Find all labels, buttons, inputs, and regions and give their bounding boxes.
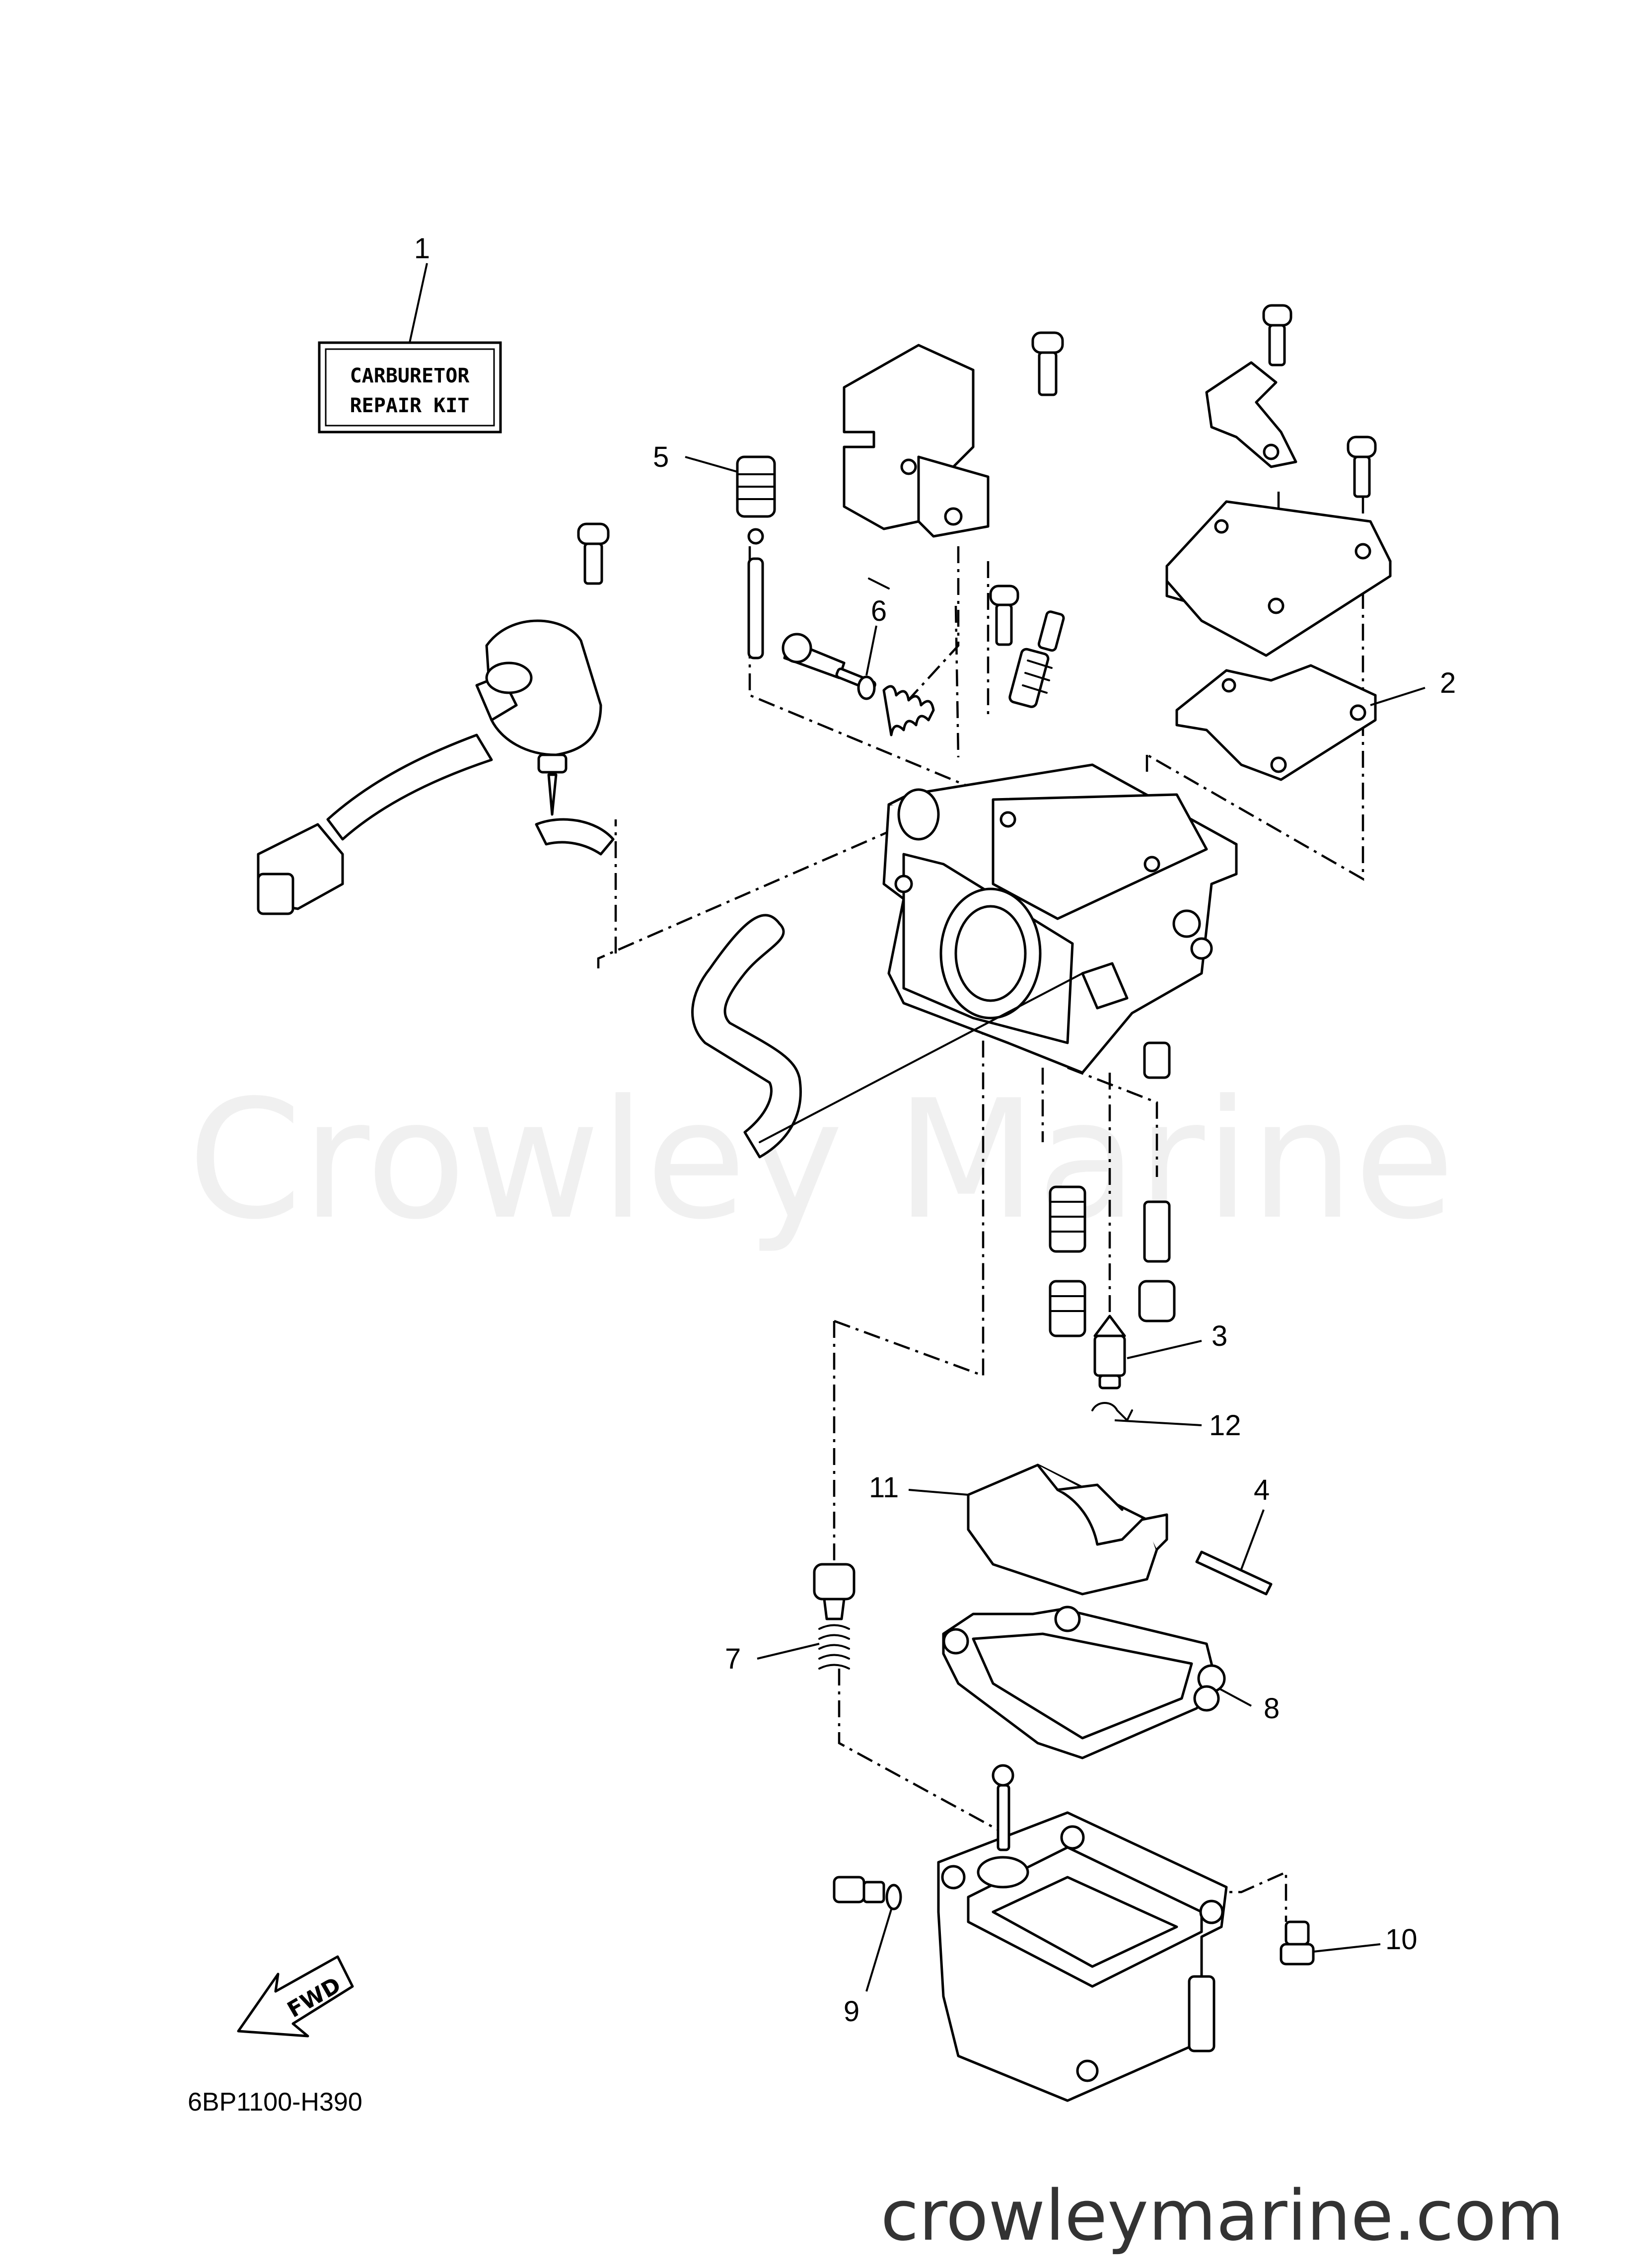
throttle-cover [843, 344, 990, 538]
bowl-screw [1280, 1920, 1315, 1966]
fuel-hose [691, 914, 1083, 1159]
callout-7: 7 [725, 1643, 741, 1675]
callout-4: 4 [1254, 1474, 1270, 1506]
repair-kit-label: CARBURETOR REPAIR KIT [318, 341, 502, 434]
callout-2: 2 [1440, 667, 1456, 699]
gasket [1175, 664, 1377, 781]
kit-label-line1: CARBURETOR [350, 365, 470, 387]
callout-6: 6 [871, 595, 887, 627]
watermark: Crowley Marine [188, 1065, 1455, 1255]
needle-valve [1093, 1315, 1126, 1390]
clip [1091, 1402, 1133, 1422]
jets [1049, 1041, 1176, 1337]
callout-8: 8 [1264, 1692, 1280, 1725]
float-chamber [937, 1811, 1228, 2102]
clamp-bracket [1205, 361, 1297, 468]
top-screws [577, 304, 1377, 708]
pilot-screw-oring [782, 633, 935, 736]
callout-10: 10 [1385, 1923, 1418, 1956]
kit-label-line2: REPAIR KIT [350, 394, 470, 417]
plunger-assembly [736, 455, 776, 659]
callout-12: 12 [1209, 1409, 1241, 1442]
website-url: crowleymarine.com [881, 2176, 1564, 2257]
drain-screw [833, 1876, 902, 1910]
carburetor-body [882, 763, 1238, 1074]
spring-and-plug [813, 1563, 856, 1670]
callout-5: 5 [653, 441, 669, 473]
fwd-arrow-icon: FWD [237, 1955, 354, 2038]
callout-11: 11 [869, 1471, 899, 1504]
float [967, 1463, 1168, 1596]
float-chamber-gasket [942, 1606, 1226, 1759]
sensor-harness [257, 619, 615, 915]
chamber-screw [992, 1764, 1014, 1851]
diagram-code: 6BP1100-H390 [188, 2088, 362, 2117]
callout-3: 3 [1212, 1320, 1227, 1352]
callout-9: 9 [844, 1995, 859, 2028]
cover-plate [1165, 500, 1392, 657]
callout-1: 1 [414, 232, 430, 265]
float-pin [1195, 1550, 1273, 1596]
callouts: 1 2 3 4 5 6 7 8 9 10 11 12 [409, 232, 1456, 2028]
